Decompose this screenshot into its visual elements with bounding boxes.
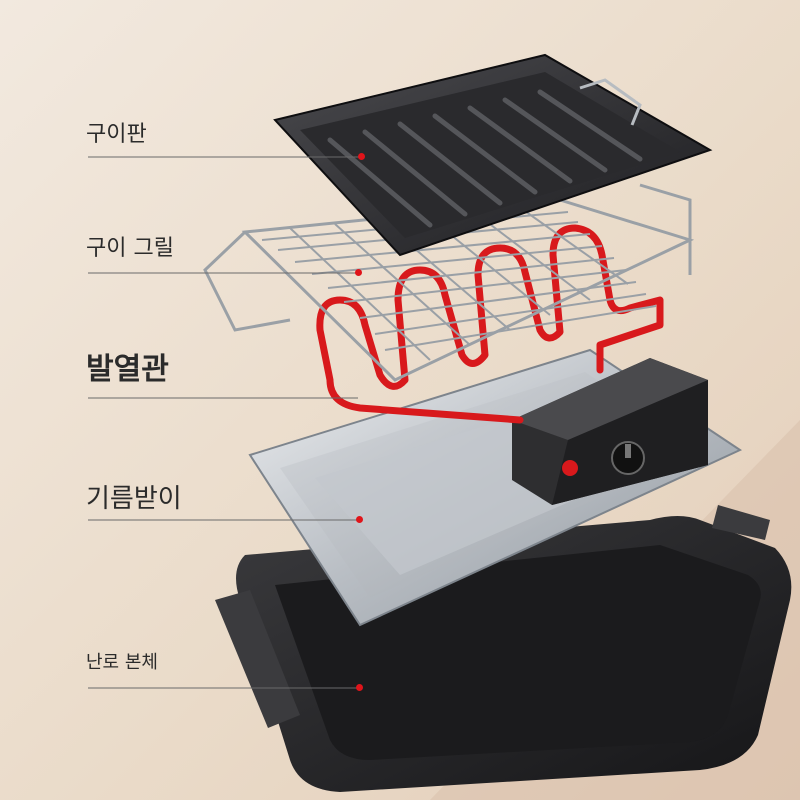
grill-plate	[273, 53, 713, 257]
label-grill-plate: 구이판	[86, 122, 147, 147]
heating-coil	[316, 224, 664, 424]
marker-stove-body	[356, 684, 363, 691]
marker-grill-plate	[358, 153, 365, 160]
label-grill-rack: 구이 그릴	[86, 236, 174, 261]
marker-drip-tray	[356, 516, 363, 523]
power-light-icon	[562, 460, 578, 476]
label-stove-body: 난로 본체	[86, 652, 158, 673]
label-heating-element: 발열관	[86, 352, 169, 387]
marker-grill-rack	[355, 269, 362, 276]
label-drip-tray: 기름받이	[86, 484, 182, 514]
control-box	[512, 358, 708, 505]
